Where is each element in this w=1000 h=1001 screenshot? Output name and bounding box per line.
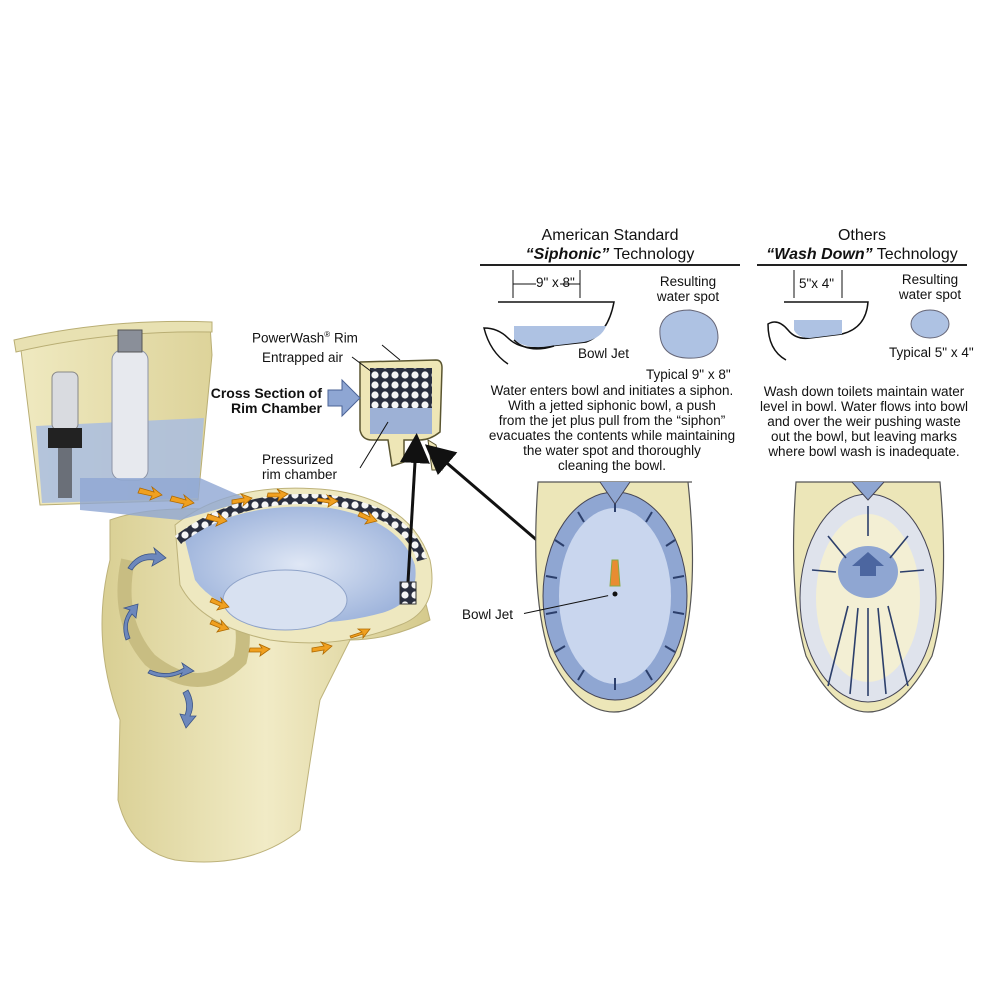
callout-arrows	[399, 433, 547, 583]
washdown-description: Wash down toilets maintain water level i…	[759, 384, 969, 459]
siphonic-bowl-top-view	[535, 481, 694, 713]
toilet-tank	[13, 320, 213, 506]
siphonic-header-rule	[480, 264, 740, 266]
rim-chamber-cross-section	[359, 359, 443, 471]
siphonic-resulting-label: Resulting water spot	[656, 274, 720, 304]
label-pressurized-rim-chamber: Pressurized rim chamber	[262, 452, 338, 482]
cross-section-title: Cross Section of Rim Chamber	[210, 385, 322, 416]
siphonic-description: Water enters bowl and initiates a siphon…	[488, 383, 736, 473]
washdown-bowl-profile	[767, 270, 869, 361]
siphonic-dimension: 9" x 8"	[536, 275, 575, 290]
washdown-dimension: 5"x 4"	[799, 276, 835, 291]
washdown-bowl-top-view	[792, 481, 945, 713]
washdown-header-rule	[757, 264, 967, 266]
washdown-resulting-label: Resulting water spot	[898, 272, 962, 302]
washdown-header: Others “Wash Down” Technology	[766, 227, 958, 263]
siphonic-bowl-jet-label: Bowl Jet	[578, 346, 630, 361]
washdown-typical: Typical 5" x 4"	[889, 345, 974, 360]
bowl-jet-callout: Bowl Jet	[462, 607, 514, 622]
cross-section-pointer-arrow	[327, 378, 361, 418]
washdown-water-spot	[910, 309, 950, 339]
toilet-bowl	[174, 487, 433, 644]
flow-arrows-blue	[122, 546, 197, 729]
siphonic-bowl-profile	[483, 270, 615, 365]
siphonic-typical: Typical 9" x 8"	[646, 367, 731, 382]
label-powerwash-rim: PowerWash® Rim	[252, 330, 358, 346]
siphonic-water-spot	[659, 309, 719, 359]
siphonic-header: American Standard “Siphonic” Technology	[525, 227, 695, 263]
label-entrapped-air: Entrapped air	[262, 350, 344, 365]
flow-arrows-orange	[137, 485, 378, 657]
